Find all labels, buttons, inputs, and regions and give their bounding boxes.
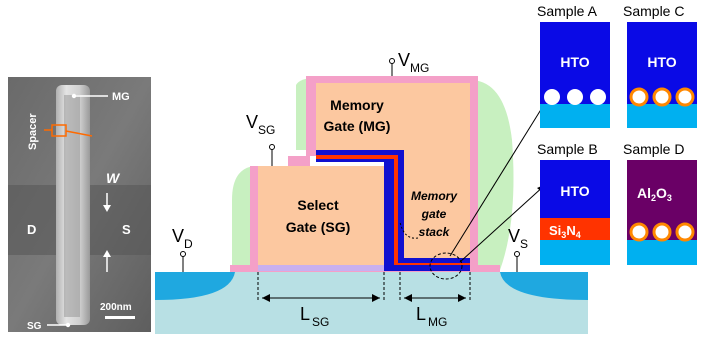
mg-liner-right	[470, 76, 478, 272]
sg-label-line1: Select	[297, 197, 339, 213]
sem-wire	[56, 85, 90, 325]
sample-d-dot	[652, 222, 672, 242]
sample-d-dielectric-mid: O	[656, 185, 667, 201]
sample-b: Sample B HTO Si3N4	[537, 141, 610, 265]
vsg-sub: SG	[258, 123, 275, 137]
mg-spacer-right	[470, 80, 514, 270]
stack-inner-blue	[384, 162, 392, 270]
stack-zoom-ellipse	[429, 252, 463, 280]
sample-b-dielectric-label: HTO	[560, 183, 589, 199]
sample-c-dot	[675, 87, 695, 107]
vmg-main: V	[398, 50, 410, 70]
stack-outer-blue	[316, 150, 470, 270]
sample-b-dielectric	[540, 160, 610, 218]
sample-b-trap-sub2: 4	[576, 230, 581, 240]
vd-sub: D	[184, 237, 193, 251]
sem-sg-label: SG	[27, 321, 42, 332]
sample-b-trap-main: Si	[549, 223, 561, 238]
sample-b-title: Sample B	[537, 141, 598, 157]
stack-label-line2: gate	[421, 207, 447, 221]
source-diffusion	[500, 272, 588, 300]
sample-b-trap-mid: N	[566, 223, 575, 238]
sem-image: MG Spacer W D S 200nm SG	[8, 77, 151, 332]
sg-gate-oxide	[258, 264, 384, 271]
sem-s-label: S	[122, 222, 131, 237]
sample-c: Sample C HTO	[623, 3, 697, 128]
mg-label-line2: Gate (MG)	[324, 118, 391, 134]
dimension-lmg: L MG	[399, 272, 471, 329]
lsg-sub: SG	[312, 315, 329, 329]
scale-bar-label: 200nm	[100, 302, 132, 313]
mg-pointer-dot	[71, 93, 77, 99]
spacer-marker	[44, 124, 93, 137]
mg-label-line1: Memory	[330, 97, 384, 113]
sample-a-dot	[567, 89, 583, 105]
zoom-line-bottom	[459, 184, 546, 263]
dimension-lsg: L SG	[257, 272, 385, 329]
sample-c-channel	[627, 104, 697, 128]
sem-w-label: W	[106, 170, 121, 186]
zoom-line-top	[449, 94, 551, 257]
sample-c-dot	[629, 87, 649, 107]
lsg-main: L	[300, 304, 310, 324]
select-gate	[258, 166, 384, 265]
sample-a: Sample A HTO	[537, 3, 610, 128]
sample-c-dot	[652, 87, 672, 107]
sem-wire-center	[64, 95, 80, 317]
sample-a-dot	[590, 89, 606, 105]
sem-spacer-label: Spacer	[27, 113, 39, 150]
vs-main: V	[508, 226, 520, 246]
mg-liner-left	[306, 76, 316, 156]
sample-d-dielectric-sub1: 2	[651, 193, 656, 203]
sample-d-title: Sample D	[623, 141, 684, 157]
vsg-main: V	[246, 112, 258, 132]
stack-pointer	[399, 221, 419, 239]
sample-a-channel	[540, 104, 610, 128]
stack-label-line3: stack	[419, 225, 451, 239]
device-cross-section: Memory Gate (MG) Select Gate (SG) Memory…	[155, 50, 588, 334]
sample-d-dot	[629, 222, 649, 242]
drain-diffusion	[155, 272, 235, 300]
sem-mg-label: MG	[112, 91, 130, 103]
lmg-main: L	[416, 304, 426, 324]
sg-liner-top	[288, 156, 310, 166]
w-arrow-down-head	[103, 205, 111, 212]
sg-label-line2: Gate (SG)	[286, 219, 351, 235]
terminal-vsg: V SG	[246, 112, 275, 166]
sample-b-trap-label: Si3N4	[549, 223, 581, 240]
sample-a-dielectric-label: HTO	[560, 54, 589, 70]
sample-d-dielectric-label: Al2O3	[637, 185, 672, 203]
sample-b-trap-sub1: 3	[561, 230, 566, 240]
sample-d: Sample D Al2O3	[623, 141, 697, 265]
sample-a-title: Sample A	[537, 3, 598, 19]
stack-label-line1: Memory	[411, 189, 458, 203]
sample-d-channel	[627, 240, 697, 265]
sample-b-trap-layer	[540, 218, 610, 240]
vd-main: V	[172, 226, 184, 246]
sg-liner-left	[250, 166, 260, 272]
sample-c-title: Sample C	[623, 3, 684, 19]
terminal-vd: V D	[172, 226, 193, 272]
sample-b-channel	[540, 240, 610, 265]
terminal-vs: V S	[508, 226, 528, 272]
lmg-sub: MG	[428, 315, 447, 329]
memory-gate	[316, 83, 470, 265]
w-arrow-up-head	[103, 250, 111, 257]
sample-d-dot	[675, 222, 695, 242]
sample-a-dot	[544, 89, 560, 105]
sample-c-dielectric-label: HTO	[647, 54, 676, 70]
sample-d-dielectric-main: Al	[637, 185, 651, 201]
sample-d-dielectric-sub2: 3	[667, 193, 672, 203]
vs-sub: S	[520, 237, 528, 251]
sem-d-label: D	[27, 222, 36, 237]
mg-liner-top	[306, 76, 478, 83]
terminal-vmg: V MG	[389, 50, 429, 76]
vmg-sub: MG	[410, 61, 429, 75]
stack-bottom-blue	[384, 265, 470, 271]
sg-pointer-dot	[65, 322, 71, 328]
scale-bar	[105, 316, 135, 319]
